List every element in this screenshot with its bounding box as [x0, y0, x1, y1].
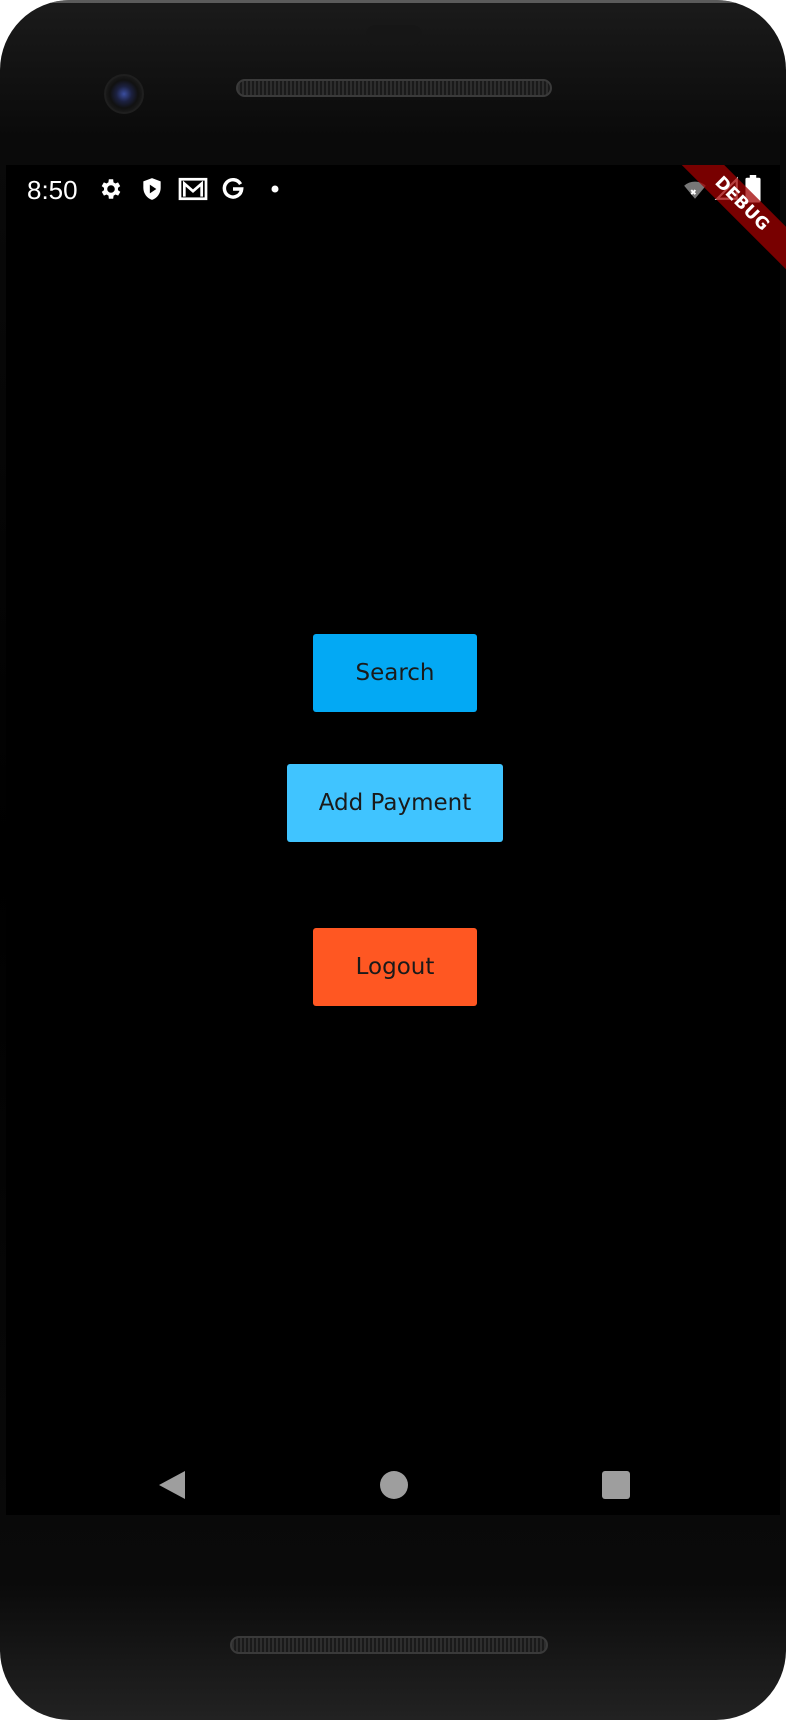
- add-payment-button[interactable]: Add Payment: [287, 764, 503, 842]
- shield-play-icon: [139, 176, 165, 202]
- navigation-bar: [6, 1455, 780, 1515]
- back-icon[interactable]: [142, 1455, 202, 1515]
- home-icon[interactable]: [364, 1455, 424, 1515]
- debug-banner-label: DEBUG: [676, 165, 786, 275]
- device-frame-edge: [0, 0, 786, 17]
- logout-button[interactable]: Logout: [313, 928, 477, 1006]
- bottom-speaker: [230, 1636, 548, 1654]
- gear-icon: [98, 176, 124, 202]
- status-time: 8:50: [27, 175, 78, 205]
- wifi-off-icon: [682, 175, 708, 203]
- recents-icon[interactable]: [586, 1455, 646, 1515]
- dot-icon: [269, 176, 281, 202]
- google-icon: [220, 176, 246, 202]
- search-button[interactable]: Search: [313, 634, 477, 712]
- app-screen: 8:50: [6, 165, 786, 1515]
- earpiece-speaker: [236, 79, 552, 97]
- debug-banner: DEBUG: [676, 165, 786, 275]
- status-bar: 8:50: [6, 165, 780, 213]
- front-camera: [104, 74, 144, 114]
- proximity-sensor: [366, 25, 422, 45]
- gmail-icon: [178, 176, 208, 202]
